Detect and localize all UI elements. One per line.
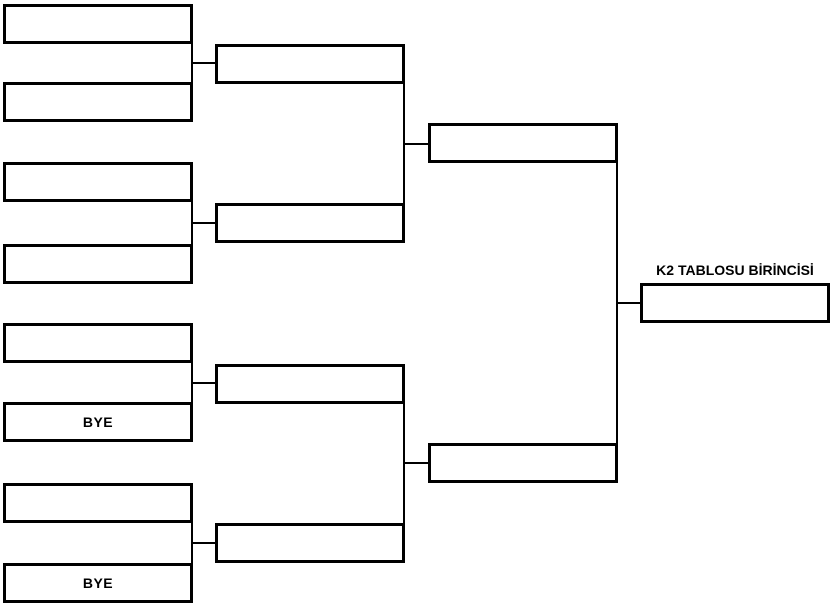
round1-slot-8-bye: BYE xyxy=(3,563,193,603)
round1-slot-2 xyxy=(3,82,193,122)
round2-slot-2 xyxy=(215,203,405,243)
connector-stub-pair2 xyxy=(193,222,215,224)
connector-stub-pair1 xyxy=(193,62,215,64)
connector-vertical-round2-top xyxy=(403,83,405,205)
round2-slot-1 xyxy=(215,44,405,84)
connector-stub-semifinal-top xyxy=(405,143,428,145)
connector-stub-semifinal-bottom xyxy=(405,462,428,464)
semifinal-slot-2 xyxy=(428,443,618,483)
champion-title: K2 TABLOSU BİRİNCİSİ xyxy=(656,262,814,278)
connector-vertical-pair4 xyxy=(191,521,193,565)
semifinal-slot-1 xyxy=(428,123,618,163)
round2-slot-3 xyxy=(215,364,405,404)
round1-slot-5 xyxy=(3,323,193,363)
connector-vertical-round2-bottom xyxy=(403,403,405,525)
round1-slot-1 xyxy=(3,4,193,44)
connector-vertical-pair3 xyxy=(191,361,193,404)
connector-vertical-pair1 xyxy=(191,42,193,84)
connector-vertical-semifinal xyxy=(616,162,618,445)
final-slot-champion xyxy=(640,283,830,323)
round1-slot-4 xyxy=(3,244,193,284)
round1-slot-6-bye: BYE xyxy=(3,402,193,442)
connector-stub-pair4 xyxy=(193,542,215,544)
round1-slot-3 xyxy=(3,162,193,202)
connector-stub-pair3 xyxy=(193,382,215,384)
round2-slot-4 xyxy=(215,523,405,563)
connector-stub-final xyxy=(618,302,640,304)
connector-vertical-pair2 xyxy=(191,200,193,246)
round1-slot-7 xyxy=(3,483,193,523)
